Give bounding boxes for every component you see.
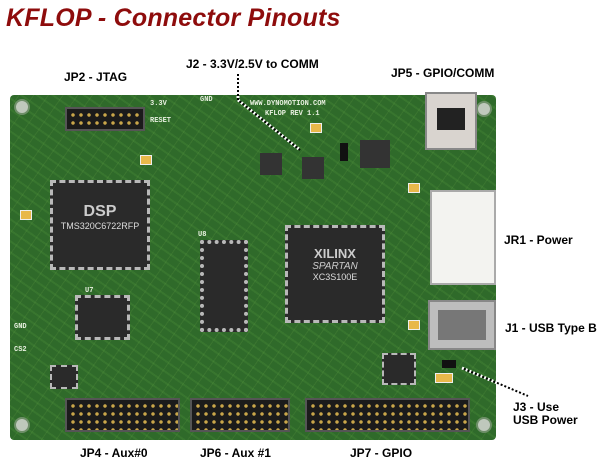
silk-u7: U7	[85, 287, 94, 295]
j3-jumper	[442, 360, 456, 368]
mount-hole	[14, 99, 30, 115]
label-jr1: JR1 - Power	[504, 233, 573, 247]
label-jp6: JP6 - Aux #1	[200, 446, 271, 460]
label-jp4: JP4 - Aux#0	[80, 446, 148, 460]
mount-hole	[14, 417, 30, 433]
regulator-small	[302, 157, 324, 179]
jp7-gpio-header	[305, 398, 470, 432]
j2-leader-dark	[237, 72, 301, 151]
silk-url: WWW.DYNOMOTION.COM	[250, 100, 326, 108]
label-jp7: JP7 - GPIO	[350, 446, 413, 460]
label-j2: J2 - 3.3V/2.5V to COMM	[186, 57, 319, 71]
label-j3-line2: USB Power	[513, 413, 578, 427]
xilinx-label: XILINX	[314, 246, 356, 261]
silk-cs2: CS2	[14, 346, 27, 354]
label-jp2: JP2 - JTAG	[64, 70, 128, 84]
jp2-jtag-header	[65, 107, 145, 131]
j2-leader	[236, 72, 301, 152]
dsp-part: TMS320C6722RFP	[60, 221, 140, 231]
jp6-aux1-header	[190, 398, 290, 432]
j1-usb-connector	[428, 300, 496, 350]
capacitor	[435, 373, 453, 383]
silk-reset: RESET	[150, 117, 172, 125]
small-chip	[50, 365, 78, 389]
j3-leader-dark	[461, 367, 529, 397]
mount-hole	[476, 417, 492, 433]
capacitor	[408, 183, 420, 193]
jp5-rj45-jack	[425, 92, 477, 150]
capacitor	[310, 123, 322, 133]
dsp-chip: DSP TMS320C6722RFP	[50, 180, 150, 270]
silk-gnd: GND	[200, 96, 213, 104]
silk-u8: U8	[198, 231, 207, 239]
regulator-small	[260, 153, 282, 175]
jr1-power-connector	[430, 190, 496, 285]
u8-sdram-chip	[200, 240, 248, 332]
mount-hole	[476, 101, 492, 117]
label-j3-line1: J3 - Use	[513, 400, 560, 414]
silk-3v3: 3.3V	[150, 100, 167, 108]
j2-jumper	[340, 143, 348, 161]
capacitor	[20, 210, 32, 220]
regulator	[360, 140, 390, 168]
dsp-label: DSP	[83, 203, 117, 220]
label-j1: J1 - USB Type B	[505, 321, 597, 335]
page-title: KFLOP - Connector Pinouts	[6, 4, 341, 32]
jp4-aux0-header	[65, 398, 180, 432]
spartan-label: SPARTAN	[312, 261, 358, 272]
kflop-board-photo: 3.3V RESET GND WWW.DYNOMOTION.COM KFLOP …	[10, 92, 496, 440]
silk-rev: KFLOP REV 1.1	[265, 110, 320, 118]
label-jp5: JP5 - GPIO/COMM	[391, 66, 495, 80]
u10-chip	[382, 353, 416, 385]
silk-gnd2: GND	[14, 323, 27, 331]
fpga-part: XC3S100E	[312, 272, 358, 282]
u7-chip	[75, 295, 130, 340]
capacitor	[408, 320, 420, 330]
capacitor	[140, 155, 152, 165]
fpga-chip: XILINX SPARTAN XC3S100E	[285, 225, 385, 323]
